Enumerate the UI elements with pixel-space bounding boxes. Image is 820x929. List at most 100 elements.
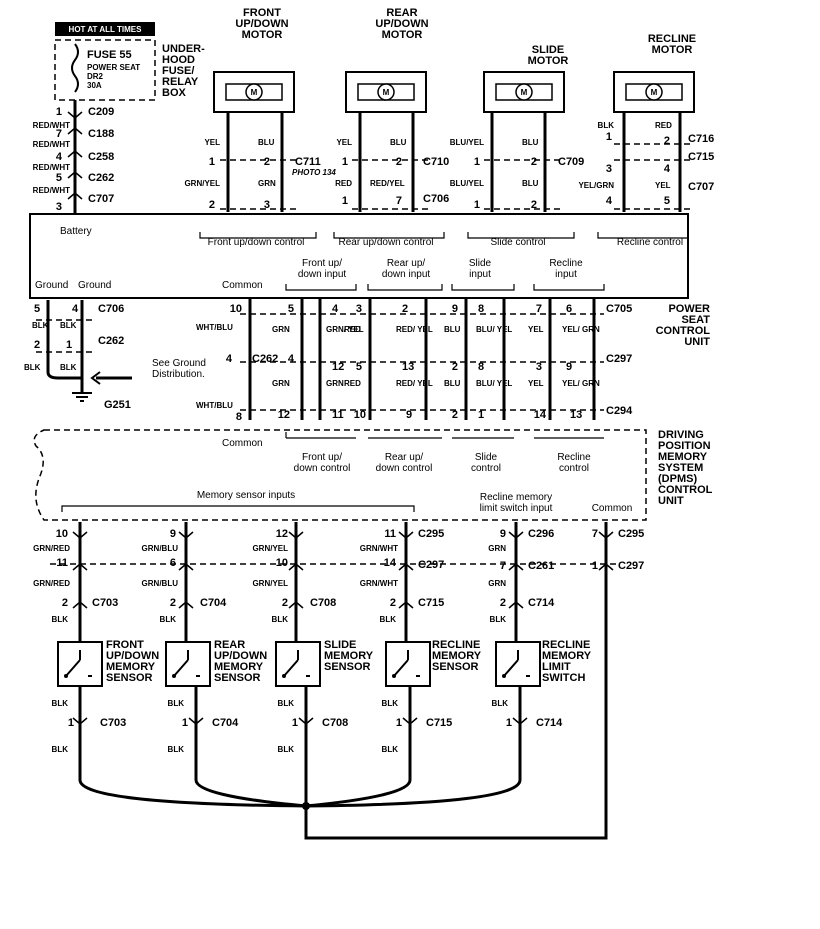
svg-text:RED/WHT: RED/WHT <box>33 140 70 149</box>
svg-text:7: 7 <box>500 560 506 572</box>
svg-text:GRN: GRN <box>272 379 290 388</box>
svg-text:BLK: BLK <box>278 699 295 708</box>
svg-text:1: 1 <box>292 717 298 729</box>
svg-text:Front up/down control: Front up/down control <box>208 237 305 248</box>
svg-text:UP/DOWN: UP/DOWN <box>235 18 288 30</box>
svg-text:2: 2 <box>452 409 458 421</box>
svg-text:YEL: YEL <box>528 325 544 334</box>
svg-text:BLU: BLU <box>522 138 539 147</box>
svg-text:BLK: BLK <box>32 321 49 330</box>
svg-text:RECLINE: RECLINE <box>542 639 590 651</box>
svg-text:GRN/RED: GRN/RED <box>33 544 70 553</box>
motor-control-labels: Front up/down control Rear up/down contr… <box>199 232 689 248</box>
svg-text:Rear up/down control: Rear up/down control <box>338 237 433 248</box>
svg-text:down input: down input <box>298 269 347 280</box>
motor-rear-updown: REAR UP/DOWN MOTOR M YEL BLU 1 2 C710 RE… <box>335 7 449 212</box>
svg-text:1: 1 <box>396 717 402 729</box>
svg-text:BLK: BLK <box>382 745 399 754</box>
svg-text:UP/DOWN: UP/DOWN <box>375 18 428 30</box>
svg-text:down input: down input <box>382 269 431 280</box>
svg-text:2: 2 <box>396 156 402 168</box>
svg-text:10: 10 <box>276 557 288 569</box>
svg-text:C716: C716 <box>688 133 714 145</box>
svg-text:1: 1 <box>506 717 512 729</box>
svg-text:SENSOR: SENSOR <box>432 661 479 673</box>
svg-text:C714: C714 <box>536 717 563 729</box>
svg-text:1: 1 <box>342 156 348 168</box>
svg-text:C714: C714 <box>528 597 555 609</box>
svg-text:C262: C262 <box>88 172 114 184</box>
sensor-recline: 11 C295 GRN/WHT 14 C297 GRN/WHT 2 C715 B… <box>360 522 482 780</box>
svg-text:BLU: BLU <box>444 379 461 388</box>
motor-slide: SLIDE MOTOR M BLU/YEL BLU 1 2 C709 BLU/Y… <box>450 44 584 212</box>
svg-text:RED/ YEL: RED/ YEL <box>396 325 433 334</box>
svg-text:RED/ YEL: RED/ YEL <box>396 379 433 388</box>
svg-text:FUSE/: FUSE/ <box>162 65 194 77</box>
sensor-front-updown: 10 GRN/RED 11 GRN/RED 2 C703 BLK FRONT U… <box>33 522 159 780</box>
svg-text:See Ground: See Ground <box>152 358 206 369</box>
svg-text:3: 3 <box>56 201 62 213</box>
svg-text:RED/WHT: RED/WHT <box>33 186 70 195</box>
fuse-box-label: UNDER- HOOD FUSE/ RELAY BOX <box>162 43 205 99</box>
dpms-title: DRIVING POSITION MEMORY SYSTEM (DPMS) CO… <box>658 429 713 507</box>
svg-text:Recline: Recline <box>549 258 583 269</box>
svg-text:BLU/ YEL: BLU/ YEL <box>476 379 512 388</box>
svg-text:LIMIT: LIMIT <box>542 661 571 673</box>
svg-text:FRONT: FRONT <box>243 7 281 19</box>
svg-text:1: 1 <box>56 106 62 118</box>
svg-text:C706: C706 <box>98 303 124 315</box>
svg-text:BLU/ YEL: BLU/ YEL <box>476 325 512 334</box>
svg-text:SLIDE: SLIDE <box>532 44 564 56</box>
svg-text:BLK: BLK <box>278 745 295 754</box>
svg-text:8: 8 <box>478 303 484 315</box>
svg-text:BLU/YEL: BLU/YEL <box>450 138 484 147</box>
svg-text:C709: C709 <box>558 156 584 168</box>
svg-text:UNIT: UNIT <box>684 336 710 348</box>
svg-text:Front up/: Front up/ <box>302 452 342 463</box>
svg-text:BLK: BLK <box>52 615 69 624</box>
svg-text:BLU/YEL: BLU/YEL <box>450 179 484 188</box>
svg-text:C297: C297 <box>418 559 444 571</box>
svg-text:2: 2 <box>390 597 396 609</box>
ground-circuit: 5 4 C706 BLK BLK 2 1 C262 BLK BLK G251 S… <box>24 300 206 411</box>
svg-text:FRONT: FRONT <box>106 639 144 651</box>
svg-text:12: 12 <box>276 528 288 540</box>
svg-text:BLU: BLU <box>258 138 275 147</box>
sensor-return-splice <box>78 779 608 840</box>
svg-text:Front up/: Front up/ <box>302 258 342 269</box>
svg-text:GRN/YEL: GRN/YEL <box>184 179 220 188</box>
svg-text:SENSOR: SENSOR <box>214 672 261 684</box>
svg-text:SWITCH: SWITCH <box>542 672 585 684</box>
svg-text:C715: C715 <box>418 597 444 609</box>
svg-text:UP/DOWN: UP/DOWN <box>106 650 159 662</box>
svg-text:RED: RED <box>655 121 672 130</box>
svg-text:Rear up/: Rear up/ <box>387 258 426 269</box>
svg-text:UNIT: UNIT <box>658 495 684 507</box>
svg-text:POSITION: POSITION <box>658 440 711 452</box>
recline-limit-label-1: Recline memory <box>480 492 552 503</box>
svg-text:C295: C295 <box>418 528 444 540</box>
svg-text:7: 7 <box>536 303 542 315</box>
svg-text:input: input <box>469 269 491 280</box>
svg-text:2: 2 <box>500 597 506 609</box>
svg-text:RED: RED <box>344 379 361 388</box>
svg-text:RELAY: RELAY <box>162 76 199 88</box>
svg-text:G251: G251 <box>104 399 131 411</box>
svg-text:RECLINE: RECLINE <box>648 33 696 45</box>
svg-text:control: control <box>471 463 501 474</box>
svg-text:C294: C294 <box>606 405 633 417</box>
memory-inputs-bracket <box>61 505 415 512</box>
svg-text:POWER: POWER <box>668 303 710 315</box>
svg-text:14: 14 <box>384 557 397 569</box>
svg-text:MOTOR: MOTOR <box>242 29 283 41</box>
svg-text:2: 2 <box>170 597 176 609</box>
svg-text:M: M <box>521 88 528 97</box>
svg-text:7: 7 <box>592 528 598 540</box>
memory-sensor-inputs-label: Memory sensor inputs <box>197 490 295 501</box>
svg-text:1: 1 <box>66 339 72 351</box>
svg-text:4: 4 <box>72 303 79 315</box>
svg-text:UP/DOWN: UP/DOWN <box>214 650 267 662</box>
ground-label-1: Ground <box>35 280 68 291</box>
svg-text:SEAT: SEAT <box>681 314 710 326</box>
svg-text:BLK: BLK <box>382 699 399 708</box>
